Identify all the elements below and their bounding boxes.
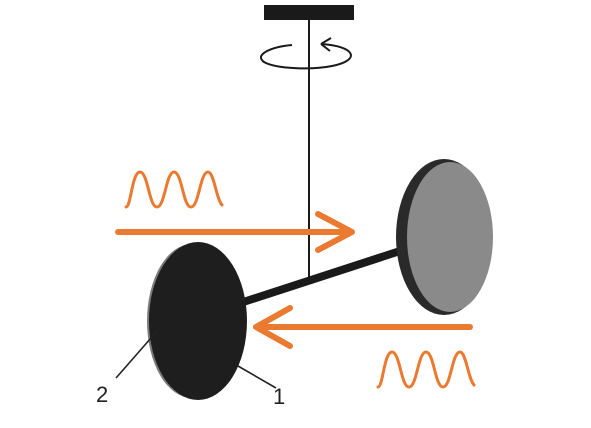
ceiling-support [264,5,354,20]
crossbar-rod [226,247,402,311]
grey-vane [396,159,493,315]
reflected-light-beam [253,305,473,349]
wave-icon [376,350,476,389]
label-1-leader [237,365,277,389]
label-1: 1 [273,384,285,409]
incoming-light-beam [115,211,355,253]
label-2-leader [115,329,159,379]
dark-vane [147,242,247,400]
label-2: 2 [96,382,108,407]
wave-icon [124,170,224,209]
rotation-arrow-icon [260,37,352,70]
